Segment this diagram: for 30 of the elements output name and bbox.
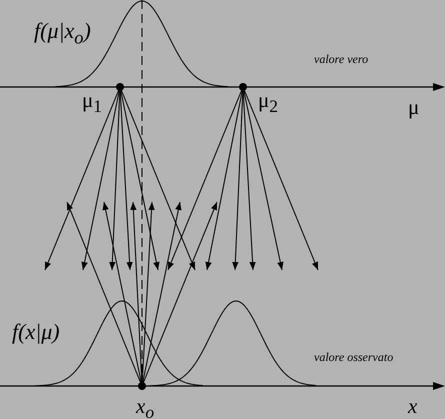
arrow (130, 202, 142, 382)
function-label: f(μ|x$_{o}$) (34, 20, 91, 47)
annotation-text: valore osservato (314, 351, 394, 363)
point-label: x$_{o}$ (136, 396, 154, 419)
arrow (44, 90, 119, 270)
point-label: μ$_{2}$ (258, 90, 278, 116)
point-dot (138, 382, 146, 390)
arrow (102, 202, 142, 383)
function-label: f(x|μ) (12, 321, 60, 343)
point-dot (239, 83, 247, 91)
arrow (168, 90, 242, 270)
arrow (142, 202, 155, 382)
arrow (143, 202, 218, 383)
arrow (120, 90, 133, 270)
point-label: μ$_{1}$ (82, 90, 102, 116)
arrow (120, 90, 160, 270)
arrow (243, 90, 284, 270)
arrow (232, 90, 244, 270)
arrow (81, 90, 120, 270)
arrow (205, 90, 243, 270)
point-dot (116, 83, 124, 91)
annotation-text: valore vero (314, 53, 368, 65)
arrow (244, 90, 318, 270)
arrow (142, 202, 182, 383)
axis-label: μ (408, 97, 420, 118)
arrow (109, 90, 120, 270)
arrow (66, 202, 141, 383)
axis-label: x (408, 396, 418, 417)
arrow (242, 90, 256, 270)
arrow (121, 90, 196, 270)
